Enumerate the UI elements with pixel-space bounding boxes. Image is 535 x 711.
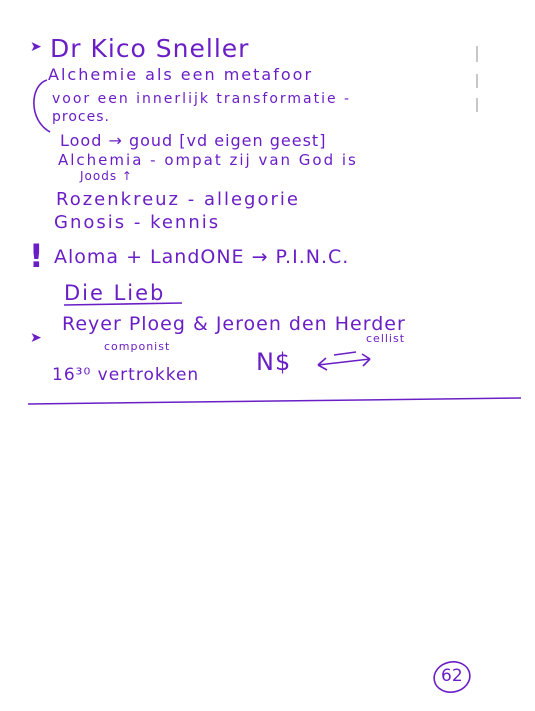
separator-rule (27, 397, 522, 405)
bullet-arrow-icon: ➤ (30, 330, 42, 346)
note-annotation: cellist (366, 332, 406, 345)
note-line: Reyer Ploeg & Jeroen den Herder (62, 313, 406, 335)
double-arrow-icon (317, 351, 371, 371)
bullet-arrow-icon: ➤ (30, 39, 42, 55)
note-line: Gnosis - kennis (54, 212, 221, 233)
note-line: Aloma + LandONE → P.I.N.C. (54, 246, 350, 268)
note-line: 16³⁰ vertrokken (52, 365, 200, 385)
note-line: Alchemia - ompat zij van God is (58, 151, 358, 169)
page-number: 62 (441, 666, 463, 686)
note-line: Lood → goud [vd eigen geest] (60, 131, 327, 150)
margin-tick (476, 98, 478, 112)
exclamation-mark: ! (29, 237, 45, 275)
note-line-topic: Alchemie als een metafoor (48, 65, 314, 84)
note-line: voor een innerlijk transformatie - (52, 91, 352, 107)
note-line: proces. (52, 109, 110, 125)
margin-tick (476, 46, 478, 62)
note-line-speaker: Dr Kico Sneller (50, 34, 250, 63)
note-annotation: componist (104, 340, 171, 353)
note-line: N$ (256, 348, 292, 376)
note-line-small: Joods ↑ (80, 169, 133, 183)
margin-tick (476, 74, 478, 88)
note-line-underlined: Die Lieb (64, 281, 166, 305)
note-line: Rozenkreuz - allegorie (56, 189, 300, 210)
bracket-stroke (33, 79, 51, 133)
